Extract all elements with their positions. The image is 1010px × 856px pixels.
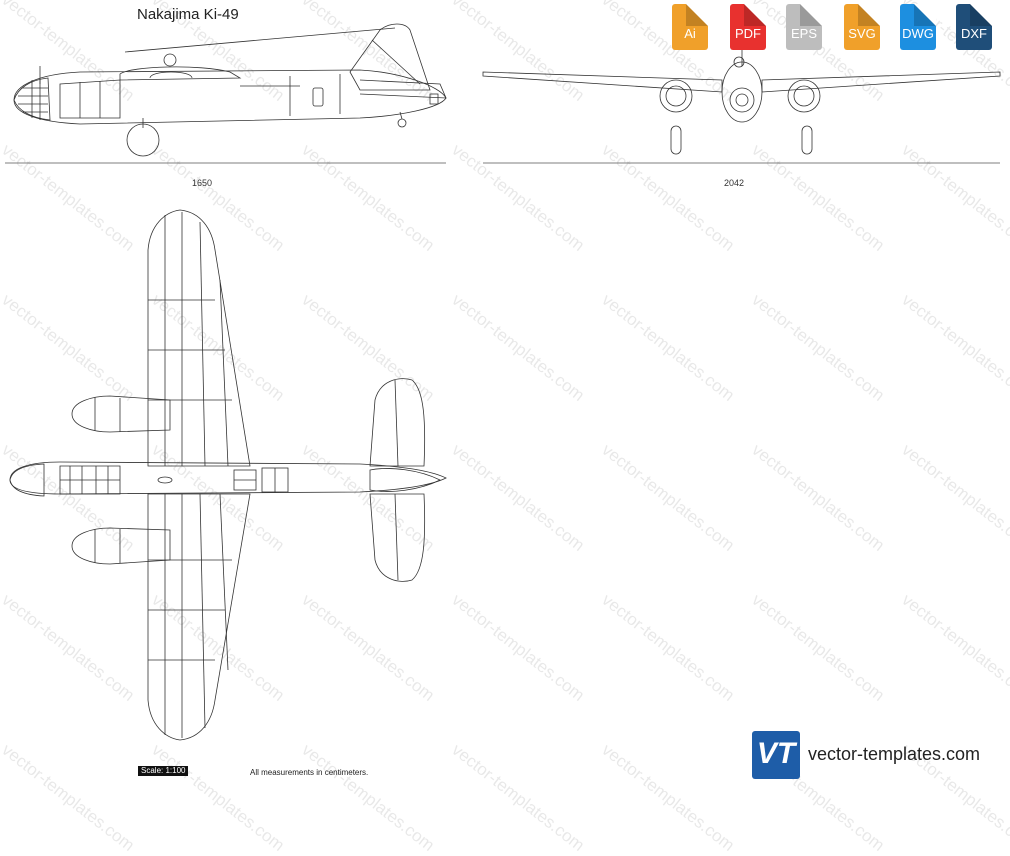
span-dimension: 2042 [724, 178, 745, 188]
pdf-file-icon[interactable]: PDF [726, 4, 770, 52]
ai-file-icon[interactable]: Ai [668, 4, 712, 52]
measurement-note: All measurements in centimeters. [250, 768, 369, 777]
top-view [9, 209, 447, 741]
eps-file-icon[interactable]: EPS [782, 4, 826, 52]
scale-label: Scale: 1:100 [138, 766, 188, 776]
dwg-file-icon[interactable]: DWG [896, 4, 940, 52]
format-label: PDF [735, 26, 761, 41]
format-label: DXF [961, 26, 987, 41]
drawing-title: Nakajima Ki-49 [137, 6, 239, 23]
aircraft-drawings [5, 23, 1001, 741]
logo-text: VT [756, 737, 796, 770]
side-view [5, 23, 447, 164]
front-view [482, 40, 1001, 164]
format-label: DWG [902, 26, 934, 41]
svg-file-icon[interactable]: SVG [840, 4, 884, 52]
vt-logo-icon: VT [752, 731, 800, 779]
format-label: Ai [684, 26, 696, 41]
length-dimension: 1650 [192, 178, 213, 188]
format-label: SVG [848, 26, 876, 41]
brand-block[interactable]: VT vector-templates.com [752, 731, 1008, 783]
format-icons: Ai PDF EPS SVG DWG DXF [668, 4, 1008, 54]
format-label: EPS [790, 26, 817, 41]
site-link[interactable]: vector-templates.com [808, 744, 981, 764]
dxf-file-icon[interactable]: DXF [952, 4, 996, 52]
